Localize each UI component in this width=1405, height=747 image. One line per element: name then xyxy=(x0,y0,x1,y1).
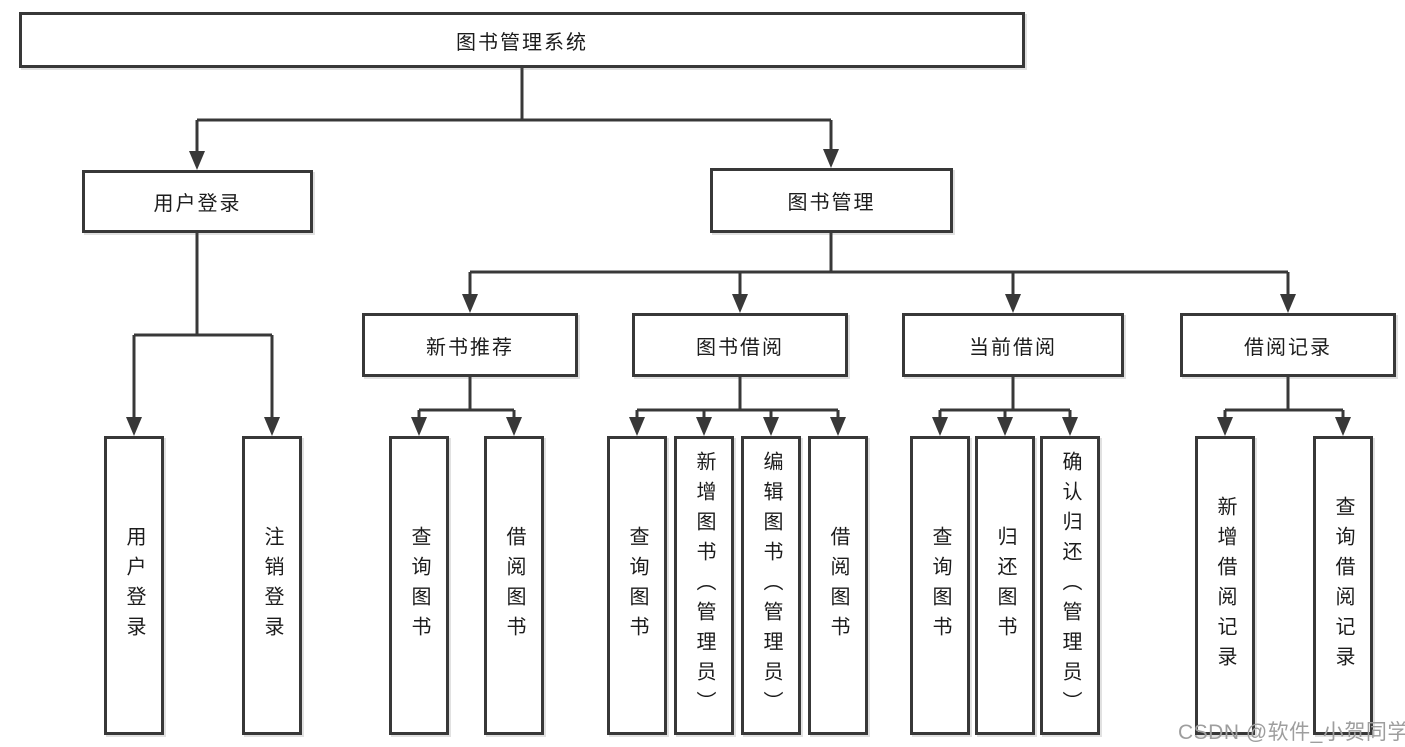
node-book-management: 图书管理 xyxy=(710,168,953,233)
arrowheads xyxy=(126,149,1351,436)
leaf-user-login: 用户登录 xyxy=(104,436,164,735)
leaf-query-borrow-record: 查询借阅记录 xyxy=(1313,436,1373,735)
leaf-recommend-query-book: 查询图书 xyxy=(389,436,449,735)
leaf-add-book-admin: 新增图书（管理员） xyxy=(674,436,734,735)
node-book-borrow: 图书借阅 xyxy=(632,313,848,377)
leaf-edit-book-admin: 编辑图书（管理员） xyxy=(741,436,801,735)
leaf-logout: 注销登录 xyxy=(242,436,302,735)
csdn-watermark: CSDN @软件_小贺同学 xyxy=(1178,721,1405,744)
node-new-book-recommend: 新书推荐 xyxy=(362,313,578,377)
node-borrow-records: 借阅记录 xyxy=(1180,313,1396,377)
node-user-login: 用户登录 xyxy=(82,170,313,233)
leaf-current-query-book: 查询图书 xyxy=(910,436,970,735)
leaf-borrow-query-book: 查询图书 xyxy=(607,436,667,735)
leaf-confirm-return-admin: 确认归还（管理员） xyxy=(1040,436,1100,735)
leaf-add-borrow-record: 新增借阅记录 xyxy=(1195,436,1255,735)
node-current-borrow: 当前借阅 xyxy=(902,313,1124,377)
leaf-recommend-borrow-book: 借阅图书 xyxy=(484,436,544,735)
leaf-return-book: 归还图书 xyxy=(975,436,1035,735)
leaf-borrow-book: 借阅图书 xyxy=(808,436,868,735)
node-library-system: 图书管理系统 xyxy=(19,12,1025,68)
